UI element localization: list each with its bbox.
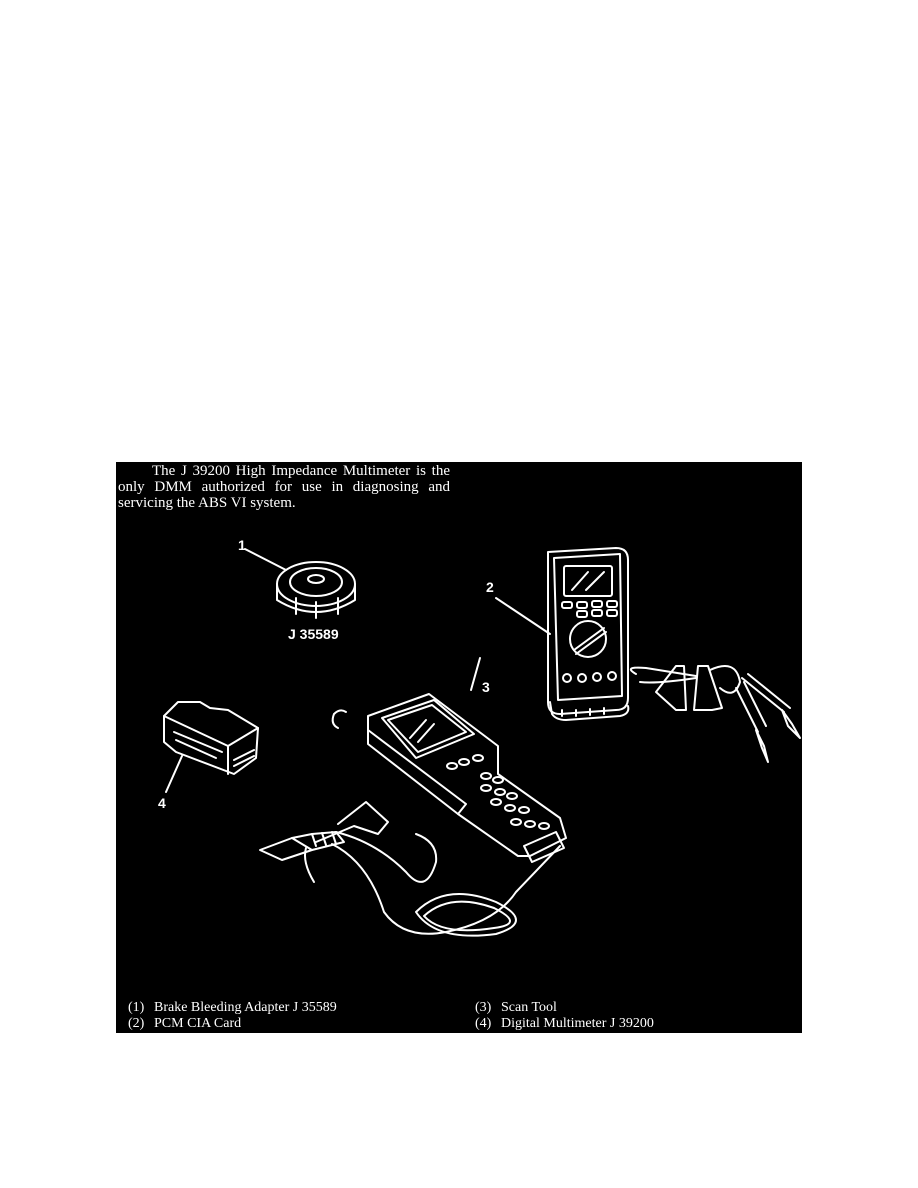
brake-bleeding-adapter-icon (244, 548, 356, 619)
scan-tool-icon (259, 657, 567, 937)
digital-multimeter-icon (495, 547, 630, 721)
caption-item-1: (1)Brake Bleeding Adapter J 35589 (128, 1000, 337, 1015)
callout-4: 4 (158, 795, 166, 811)
callout-1: 1 (238, 537, 246, 553)
test-leads-icon (629, 665, 801, 763)
figure-panel: The J 39200 High Impedance Multimeter is… (116, 462, 802, 1033)
intro-paragraph: The J 39200 High Impedance Multimeter is… (118, 463, 450, 511)
tool-number-label: J 35589 (288, 626, 339, 642)
intro-text: The J 39200 High Impedance Multimeter is… (118, 463, 450, 511)
caption-right: (3)Scan Tool (4)Digital Multimeter J 392… (475, 1000, 654, 1032)
callout-3: 3 (482, 679, 490, 695)
caption-item-2: (2)PCM CIA Card (128, 1016, 242, 1031)
callout-2: 2 (486, 579, 494, 595)
pcm-cia-card-icon (163, 701, 259, 793)
caption-item-3: (3)Scan Tool (475, 1000, 557, 1015)
caption-left: (1)Brake Bleeding Adapter J 35589 (2)PCM… (128, 1000, 337, 1032)
caption-item-4: (4)Digital Multimeter J 39200 (475, 1016, 654, 1031)
tools-illustration: 1 2 3 4 J 35589 (158, 537, 801, 937)
